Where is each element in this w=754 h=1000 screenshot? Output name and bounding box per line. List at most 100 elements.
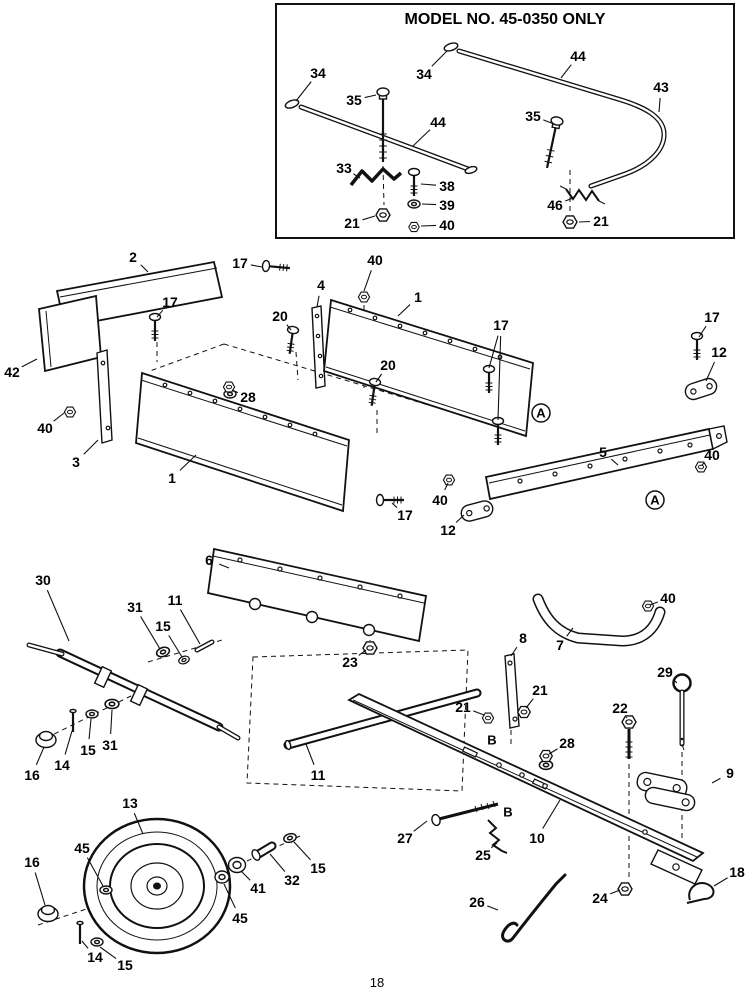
leader-line <box>566 627 574 637</box>
part-17-bolt <box>690 331 704 362</box>
part-26-support-rod <box>501 873 567 943</box>
callout-15: 15 <box>117 957 133 973</box>
leader-line <box>156 309 164 318</box>
callout-11: 11 <box>168 592 183 608</box>
callout-16: 16 <box>24 854 40 870</box>
part-41-bearing <box>227 856 247 874</box>
part-16-cap <box>37 904 59 923</box>
leader-line <box>649 601 658 606</box>
leader-line <box>490 842 498 849</box>
leader-line <box>240 870 251 881</box>
reference-letter-B: B <box>503 805 512 820</box>
part-4-corner-bracket <box>311 305 326 389</box>
callout-6: 6 <box>205 552 213 568</box>
part-45-washer <box>99 885 113 895</box>
part-31-washer <box>154 644 172 660</box>
leader-line <box>86 857 104 887</box>
callout-24: 24 <box>592 890 608 906</box>
callout-20: 20 <box>380 357 396 373</box>
callout-15: 15 <box>310 860 326 876</box>
part-24-nut <box>617 882 633 896</box>
part-40-nut <box>641 600 655 612</box>
callout-27: 27 <box>397 830 413 846</box>
part-40-nut <box>63 406 77 418</box>
callout-39: 39 <box>439 197 455 213</box>
leader-line <box>110 709 113 735</box>
part-17-bolt <box>148 312 162 343</box>
callout-4: 4 <box>317 277 325 293</box>
leader-line <box>711 777 721 784</box>
alignment-line <box>382 165 385 206</box>
callout-40: 40 <box>432 492 448 508</box>
callout-33: 33 <box>336 160 352 176</box>
leader-line <box>578 220 591 223</box>
callout-35: 35 <box>346 92 362 108</box>
callout-10: 10 <box>529 830 545 846</box>
leader-line <box>525 698 534 709</box>
callout-12: 12 <box>440 522 456 538</box>
leader-line <box>295 81 312 102</box>
callout-12: 12 <box>711 344 727 360</box>
part-14-pin <box>68 708 78 734</box>
callout-35: 35 <box>525 108 541 124</box>
leader-line <box>473 710 485 716</box>
leader-line <box>269 853 286 872</box>
callout-41: 41 <box>250 880 266 896</box>
leader-line <box>140 264 149 273</box>
part-31-washer <box>104 698 120 710</box>
leader-line <box>565 197 574 202</box>
part-10-tongue-bar <box>347 692 705 885</box>
part-22-bolt <box>621 715 637 759</box>
leader-line <box>53 412 65 422</box>
leader-line <box>705 361 716 382</box>
leader-line <box>362 215 376 221</box>
leader-line <box>179 609 201 645</box>
leader-line <box>487 905 499 911</box>
callout-23: 23 <box>342 654 358 670</box>
leader-line <box>364 94 377 99</box>
callout-16: 16 <box>24 767 40 783</box>
leader-line <box>543 119 555 125</box>
part-23-nut <box>362 641 378 655</box>
callout-7: 7 <box>556 637 564 653</box>
callout-13: 13 <box>122 795 138 811</box>
callout-15: 15 <box>155 618 171 634</box>
callout-28: 28 <box>240 389 256 405</box>
leader-line <box>64 730 73 755</box>
part-8-hanger-strap <box>504 653 520 729</box>
callout-40: 40 <box>439 217 455 233</box>
part-17-bolt <box>491 416 505 447</box>
part-5-frame-rail <box>484 425 728 501</box>
callout-17: 17 <box>232 255 248 271</box>
leader-line <box>413 820 428 832</box>
callout-45: 45 <box>74 840 90 856</box>
leader-line <box>363 270 372 292</box>
callout-20: 20 <box>272 308 288 324</box>
callout-31: 31 <box>102 737 118 753</box>
part-1-side-panel-right <box>323 298 534 438</box>
part-40-nut <box>442 474 456 486</box>
reference-circle-A <box>645 490 665 510</box>
callout-32: 32 <box>284 872 300 888</box>
callout-34: 34 <box>310 65 326 81</box>
leader-line <box>420 183 437 186</box>
leader-line <box>391 502 398 508</box>
callout-11: 11 <box>311 767 326 783</box>
callout-45: 45 <box>232 910 248 926</box>
leader-line <box>88 718 92 740</box>
callout-40: 40 <box>37 420 53 436</box>
leader-line <box>672 679 678 684</box>
leader-line <box>397 304 411 317</box>
part-46-spring <box>559 185 606 205</box>
callout-26: 26 <box>469 894 485 910</box>
leader-line <box>421 203 437 206</box>
leader-line <box>713 877 728 887</box>
part-18-hairpin-clip <box>686 882 715 904</box>
leader-line <box>698 325 707 338</box>
callout-15: 15 <box>80 742 96 758</box>
callout-40: 40 <box>367 252 383 268</box>
leader-line <box>316 295 320 308</box>
callout-9: 9 <box>726 765 734 781</box>
callout-17: 17 <box>397 507 413 523</box>
